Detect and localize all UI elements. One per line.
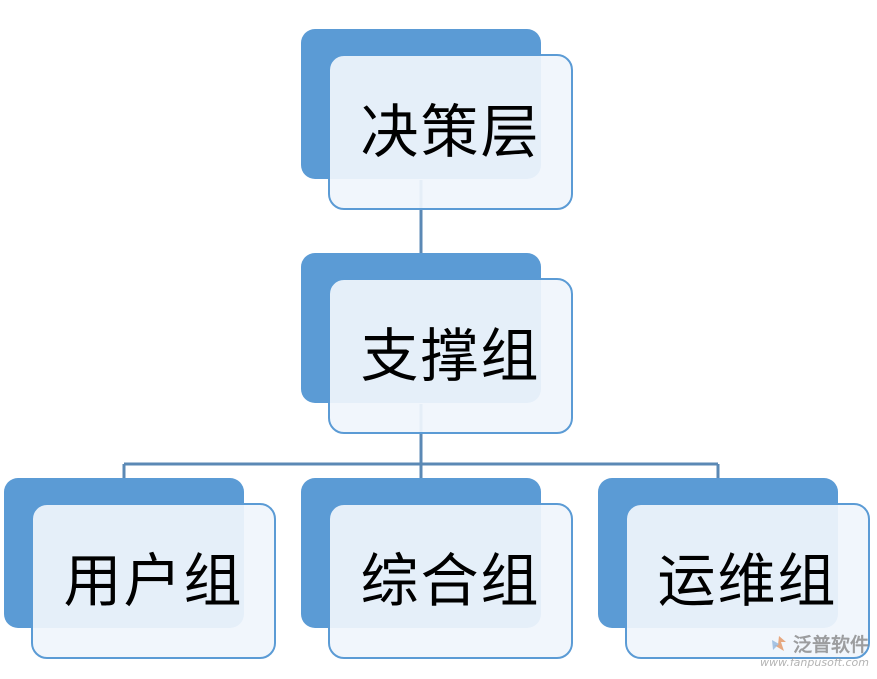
node-box: 综合组: [328, 503, 573, 659]
node-operations-group: 运维组: [598, 478, 870, 659]
watermark-brand: 泛普软件: [769, 630, 869, 657]
node-box: 决策层: [328, 54, 573, 210]
node-box: 用户组: [31, 503, 276, 659]
node-decision-layer: 决策层: [301, 29, 573, 210]
node-label-user: 用户组: [63, 547, 244, 615]
node-label-operations: 运维组: [657, 547, 838, 615]
node-label-decision: 决策层: [360, 98, 541, 166]
node-comprehensive-group: 综合组: [301, 478, 573, 659]
node-box: 支撑组: [328, 278, 573, 434]
watermark-url: www.fanpusoft.com: [760, 656, 869, 669]
watermark-name: 泛普软件: [792, 634, 869, 656]
node-label-comprehensive: 综合组: [360, 547, 541, 615]
node-label-support: 支撑组: [360, 322, 541, 390]
node-user-group: 用户组: [4, 478, 276, 659]
node-box: 运维组: [625, 503, 870, 659]
watermark: 泛普软件 www.fanpusoft.com: [760, 630, 869, 669]
fanpu-logo-icon: [771, 635, 786, 651]
node-support-group: 支撑组: [301, 253, 573, 434]
